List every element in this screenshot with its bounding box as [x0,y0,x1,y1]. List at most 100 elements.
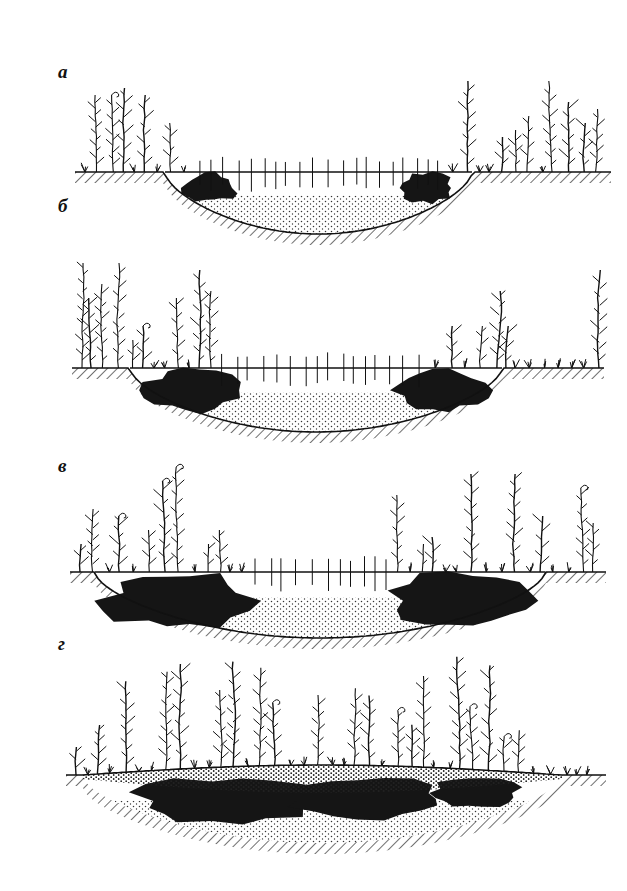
plant-leaves [264,700,283,758]
plant-leaves [511,734,525,764]
grass-tuft [500,563,505,572]
plant-leaves [117,682,135,765]
aquatic-plant [237,357,238,384]
plant-leaves [466,704,480,762]
plant-leaves [113,268,127,361]
plant-stem [209,291,211,368]
grass-tuft [151,762,153,771]
grass-tuft [132,564,136,572]
plant-stem [593,523,594,572]
plant-stem [80,544,82,572]
aquatic-plant [255,559,256,585]
aquatic-plant [389,356,390,385]
plant-leaves [520,118,534,164]
aquatic-plant [343,160,344,185]
plant-stem [259,668,261,766]
grass-tuft [409,562,412,572]
aquatic-plant [393,162,394,186]
aquatic-plant [353,356,354,384]
aquatic-plant [275,162,276,189]
aquatic-plant [306,357,307,386]
aquatic-plant [239,161,240,191]
aquatic-plant [402,356,403,386]
grass-tuft [135,764,142,771]
plant-stem [583,123,585,172]
aquatic-plant [379,161,380,187]
plant-leaves [69,747,85,767]
plant-leaves [446,325,462,360]
aquatic-plant [343,354,344,381]
grass-tuft [575,766,581,775]
plant-stem [75,747,76,775]
grass-tuft [448,163,457,172]
aquatic-plant [317,356,318,383]
grass-tuft [156,164,161,172]
grass-tuft [289,760,294,765]
aquatic-plant [327,352,328,380]
plant-leaves [406,728,420,759]
peat-deposit [181,171,238,201]
plant-leaves [476,328,488,360]
grass-tuft [464,358,467,368]
peat-dome [82,765,562,793]
plant-stem [176,298,178,368]
aquatic-plant [280,558,281,591]
peat-deposit [139,368,241,415]
plant-stem [467,81,468,172]
plant-leaves [190,274,209,360]
grass-tuft [586,766,590,775]
grass-tuft [564,766,571,775]
plant-leaves [589,114,605,164]
aquatic-plant [285,162,286,186]
grass-tuft [486,164,494,172]
plant-leaves [171,663,191,761]
ground-surface [70,572,606,638]
plant-stem [518,730,519,772]
aquatic-plant [374,355,375,380]
grass-tuft [381,759,385,766]
aquatic-plant [271,558,272,586]
peat-deposit [390,368,493,412]
plant-leaves [94,287,109,360]
grass-tuft [570,360,575,369]
grass-tuft [228,564,233,572]
ground-surface [75,172,611,234]
plant-leaves [576,118,593,164]
aquatic-plant [295,559,296,585]
aquatic-plant [350,561,351,587]
plant-stem [95,95,97,172]
grass-tuft [108,764,114,773]
stage-letter: а [58,62,68,81]
plant-leaves [91,725,107,766]
plant-leaves [154,478,174,564]
plant-stem [423,676,424,767]
aquatic-plant [364,556,365,586]
aquatic-plant [375,556,376,591]
aquatic-plant [222,157,223,184]
plant-leaves [128,343,141,360]
plant-leaves [253,671,268,758]
plant-stem [480,326,483,368]
plant-leaves [416,678,432,759]
aquatic-plant [312,559,313,585]
water-surface [130,367,502,368]
grass-tuft [106,563,113,572]
grass-tuft [342,758,346,765]
plant-stem [89,298,91,368]
grass-tuft [546,765,554,774]
plant-leaves [137,323,152,360]
aquatic-plant [247,357,248,381]
plant-leaves [590,276,607,360]
plant-stem [471,474,472,572]
grass-tuft [151,360,159,368]
plant-leaves [498,324,517,360]
plant-leaves [137,98,154,164]
plant-stem [163,481,166,572]
grass-tuft [526,563,533,572]
plant-leaves [497,734,512,764]
plant-leaves [506,472,523,564]
plant-leaves [360,699,376,757]
plant-leaves [88,98,104,164]
stage-letter: г [58,634,65,653]
plant-leaves [85,511,100,564]
